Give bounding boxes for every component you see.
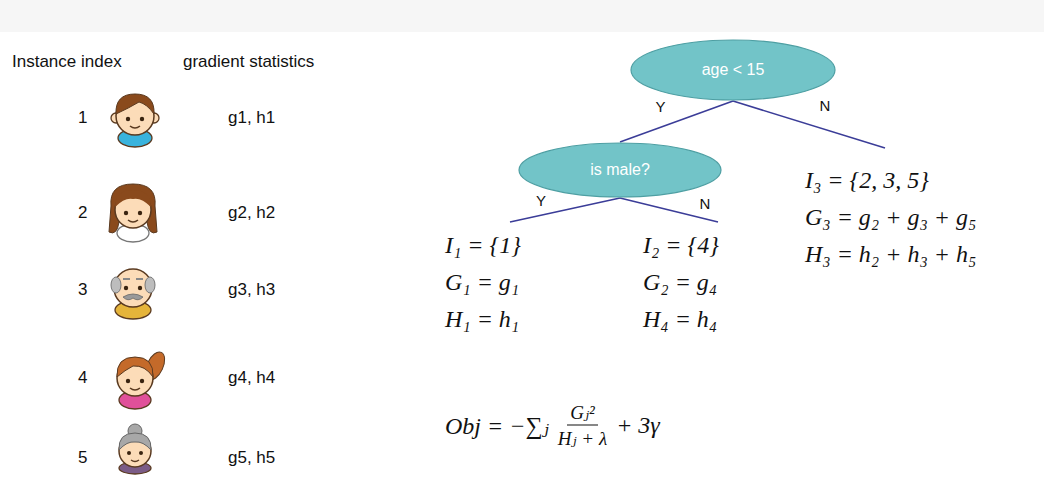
icon-part [109, 184, 157, 233]
icon-part [119, 433, 151, 450]
icon-part [124, 286, 128, 290]
gradient-stat: g4, h4 [228, 368, 275, 388]
leaf-formula: H₁ = h₁ [445, 301, 521, 338]
leaf-stats: I₃ = {2, 3, 5}G₃ = g₂ + g₃ + g₅H₃ = h₂ +… [805, 148, 976, 273]
instance-number: 2 [78, 203, 87, 223]
leaf-formula: G₁ = g₁ [445, 264, 521, 301]
fraction: Gⱼ²Hⱼ + λ [555, 401, 610, 450]
icon-part [128, 220, 138, 222]
icon-part [130, 126, 140, 128]
icon-part [111, 277, 121, 293]
old-woman-icon [119, 424, 151, 474]
icon-part [115, 190, 151, 207]
condition-text: age < 15 [702, 61, 765, 79]
leaf-formula: H₃ = h₂ + h₃ + h₅ [805, 236, 976, 273]
fraction-denominator: Hⱼ + λ [555, 426, 610, 450]
girl-ponytail-icon [117, 349, 169, 409]
leaf-formula: I₁ = {1} [445, 227, 521, 264]
ellipse-shape [631, 40, 835, 100]
gradient-stat: g1, h1 [228, 108, 275, 128]
icon-part [126, 379, 130, 383]
leaf-stats: I₂ = {4}G₂ = g₄H₄ = h₄ [643, 222, 719, 338]
instance-number: 3 [78, 280, 87, 300]
leaf-formula: I₂ = {4} [643, 227, 719, 264]
instance-number: 5 [78, 448, 87, 468]
column-header: gradient statistics [183, 52, 314, 72]
column-header: Instance index [12, 52, 122, 72]
icon-part [124, 211, 128, 215]
leaf-stats: I₁ = {1}G₁ = g₁H₁ = h₁ [445, 222, 521, 338]
icon-part [116, 94, 154, 114]
leaf-formula: I₃ = {2, 3, 5} [805, 162, 976, 199]
icon-part [140, 117, 144, 121]
leaf-formula: G₂ = g₄ [643, 264, 719, 301]
leaf-formula: H₄ = h₄ [643, 301, 719, 338]
icon-part [123, 278, 143, 280]
leaf-formula: G₃ = g₂ + g₃ + g₅ [805, 199, 976, 236]
fraction-numerator: Gⱼ² [567, 401, 597, 426]
branch-label: N [818, 97, 833, 114]
old-man-icon [111, 269, 155, 319]
girl-icon [109, 184, 157, 242]
icon-part [117, 357, 153, 377]
formula-term: Obj = −∑ⱼ [445, 411, 549, 439]
gradient-stat: g5, h5 [228, 448, 275, 468]
branch-label: N [698, 195, 713, 212]
icon-part [138, 211, 142, 215]
branch-label: Y [653, 98, 667, 115]
objective-formula: Obj = −∑ⱼGⱼ²Hⱼ + λ+ 3γ [445, 401, 660, 450]
gradient-stat: g2, h2 [228, 203, 275, 223]
ellipse-shape [519, 143, 721, 197]
instance-number: 4 [78, 368, 87, 388]
icon-part [130, 388, 140, 390]
icon-part [126, 117, 130, 121]
decision-ellipse: is male? [518, 142, 722, 198]
formula-term: + 3γ [616, 412, 660, 439]
decision-ellipse: age < 15 [630, 39, 836, 101]
icon-part [140, 379, 144, 383]
icon-part [139, 451, 143, 455]
icon-part [127, 451, 131, 455]
condition-text: is male? [590, 161, 650, 179]
instance-number: 1 [78, 108, 87, 128]
icon-part [138, 286, 142, 290]
tree-branch [510, 198, 620, 222]
tree-branch [620, 101, 733, 142]
top-band [0, 0, 1044, 32]
icon-part [145, 277, 155, 293]
gradient-stat: g3, h3 [228, 280, 275, 300]
tree-branch [733, 101, 885, 148]
boy-icon [111, 94, 159, 147]
icon-part [131, 460, 139, 462]
icon-part [123, 294, 143, 300]
branch-label: Y [534, 192, 548, 209]
